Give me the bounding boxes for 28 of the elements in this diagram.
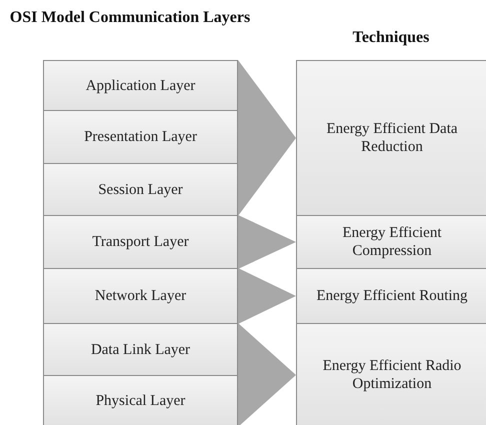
layer-name: Data Link Layer xyxy=(90,340,190,358)
arrow xyxy=(238,60,296,216)
column-heading: OSI Model Communication Layers xyxy=(8,8,252,27)
arrow xyxy=(238,268,296,324)
layer-box xyxy=(43,60,238,111)
layer-name: Presentation Layer xyxy=(84,128,197,146)
layer-box xyxy=(43,110,238,164)
arrow xyxy=(238,215,296,269)
layer-box xyxy=(43,268,238,324)
technique-box xyxy=(296,60,486,216)
layer-box xyxy=(43,163,238,216)
technique-name: Energy Efficient Compression xyxy=(342,224,442,260)
layer-name: Transport Layer xyxy=(92,233,189,251)
technique-box xyxy=(296,323,486,425)
layer-box xyxy=(43,215,238,269)
layer-box xyxy=(43,323,238,376)
technique-name: Energy Efficient Data Reduction xyxy=(325,120,459,156)
arrow xyxy=(238,323,296,425)
layer-name: Application Layer xyxy=(86,76,196,94)
layer-box xyxy=(43,375,238,425)
technique-box xyxy=(296,215,486,269)
layer-name: Session Layer xyxy=(98,180,183,198)
layer-name: Physical Layer xyxy=(96,392,186,410)
layer-name: Network Layer xyxy=(94,287,186,305)
column-heading: Techniques xyxy=(352,28,430,47)
technique-box xyxy=(296,268,486,324)
technique-name: Energy Efficient Radio Optimization xyxy=(322,357,462,393)
technique-name: Energy Efficient Routing xyxy=(316,287,468,305)
